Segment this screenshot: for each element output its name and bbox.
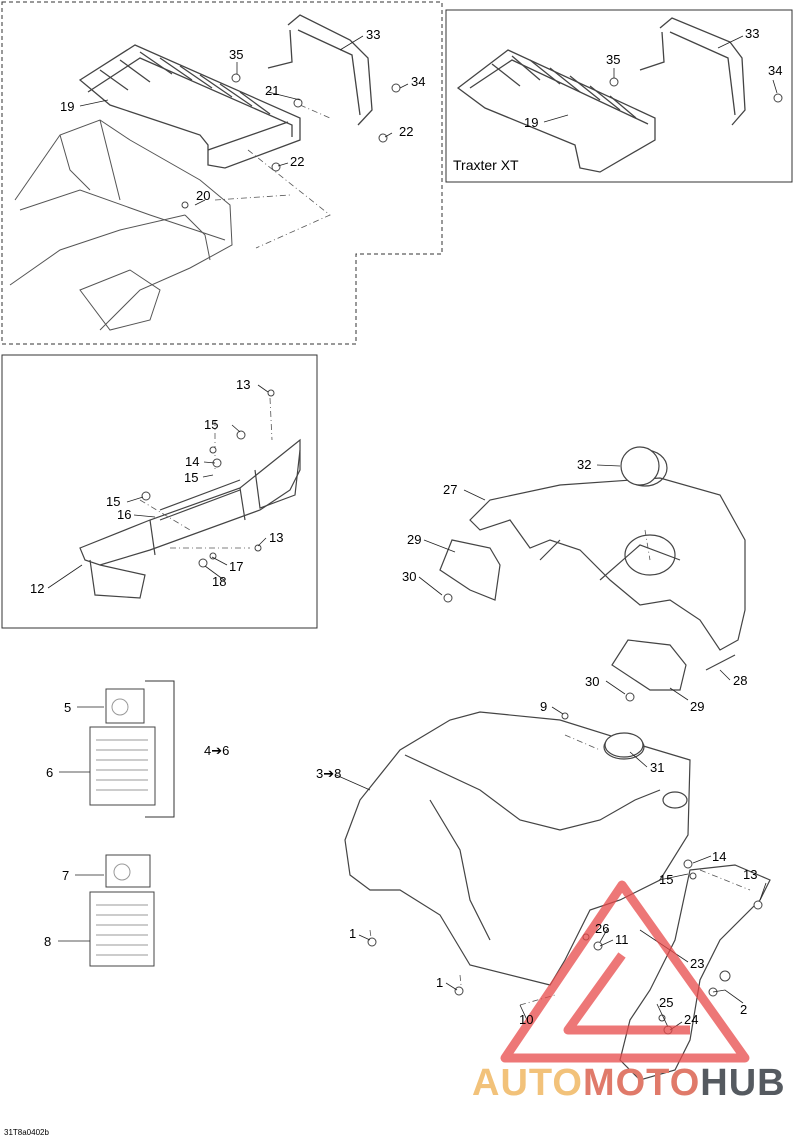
callout-12: 12 xyxy=(30,581,45,596)
backrest-left xyxy=(267,14,373,126)
frame-traxter-xt xyxy=(445,9,793,183)
callout-31: 31 xyxy=(650,760,665,775)
callout-13: 13 xyxy=(269,530,284,545)
watermark-moto: MOTO xyxy=(582,1062,701,1104)
callout-28: 28 xyxy=(733,673,748,688)
labels-bracket xyxy=(145,680,175,818)
callout-15: 15 xyxy=(106,494,121,509)
callout-35: 35 xyxy=(606,52,621,67)
decal-detail xyxy=(96,698,148,956)
callout-15: 15 xyxy=(204,417,219,432)
fender-brackets xyxy=(439,539,736,691)
callout-33: 33 xyxy=(366,27,381,42)
callout-22: 22 xyxy=(290,154,305,169)
fender-guide-lines xyxy=(369,529,751,1006)
watermark-text: AUTOMOTOHUB xyxy=(472,1062,786,1105)
watermark-hub: HUB xyxy=(700,1062,786,1104)
callout-23: 23 xyxy=(690,956,705,971)
callout-15: 15 xyxy=(184,470,199,485)
callout-13: 13 xyxy=(743,867,758,882)
callout-2: 2 xyxy=(740,1002,748,1017)
callout-13: 13 xyxy=(236,377,251,392)
watermark-triangle xyxy=(500,880,750,1063)
callout-9: 9 xyxy=(540,699,548,714)
callout-5: 5 xyxy=(64,700,72,715)
callout-34: 34 xyxy=(411,74,426,89)
callout-27: 27 xyxy=(443,482,458,497)
main-fender-body xyxy=(344,711,691,986)
callout-1: 1 xyxy=(349,926,357,941)
callout-32: 32 xyxy=(577,457,592,472)
callout-18: 18 xyxy=(212,574,227,589)
callout-3-to-8: 3➔8 xyxy=(316,766,342,781)
callout-15: 15 xyxy=(659,872,674,887)
callout-33: 33 xyxy=(745,26,760,41)
callout-30: 30 xyxy=(402,569,417,584)
callout-19: 19 xyxy=(60,99,75,114)
callout-30: 30 xyxy=(585,674,600,689)
rack-traxter xyxy=(456,17,746,173)
callout-29: 29 xyxy=(690,699,705,714)
right-panel xyxy=(619,864,771,1081)
callout-1: 1 xyxy=(436,975,444,990)
callout-4-to-6: 4➔6 xyxy=(204,743,230,758)
callout-25: 25 xyxy=(659,995,674,1010)
callout-29: 29 xyxy=(407,532,422,547)
callout-22: 22 xyxy=(399,124,414,139)
callout-14: 14 xyxy=(185,454,200,469)
callout-34: 34 xyxy=(768,63,783,78)
fasteners xyxy=(141,73,783,1035)
decal-shapes xyxy=(89,688,156,967)
callout-16: 16 xyxy=(117,507,132,522)
callout-20: 20 xyxy=(196,188,211,203)
callout-10: 10 xyxy=(519,1012,534,1027)
rear-rack xyxy=(78,44,301,169)
callout-26: 26 xyxy=(595,921,610,936)
document-code: 31T8a0402b xyxy=(4,1128,49,1137)
front-bumper xyxy=(79,438,301,599)
leader-lines xyxy=(47,35,778,1031)
callout-17: 17 xyxy=(229,559,244,574)
frame-top-left xyxy=(1,1,443,345)
callout-8: 8 xyxy=(44,934,52,949)
callout-19: 19 xyxy=(524,115,539,130)
callout-24: 24 xyxy=(684,1012,699,1027)
callout-35: 35 xyxy=(229,47,244,62)
callout-11: 11 xyxy=(615,932,629,947)
callout-6: 6 xyxy=(46,765,54,780)
cap-discs xyxy=(604,446,660,758)
watermark-auto: AUTO xyxy=(472,1062,583,1104)
callout-21: 21 xyxy=(265,83,280,98)
guide-lines-top xyxy=(214,104,331,249)
chassis-frame xyxy=(9,119,233,331)
traxter-xt-label: Traxter XT xyxy=(453,157,519,173)
callout-14: 14 xyxy=(712,849,727,864)
rear-fender-top xyxy=(469,449,746,651)
frame-bumper xyxy=(1,354,318,629)
callout-7: 7 xyxy=(62,868,70,883)
